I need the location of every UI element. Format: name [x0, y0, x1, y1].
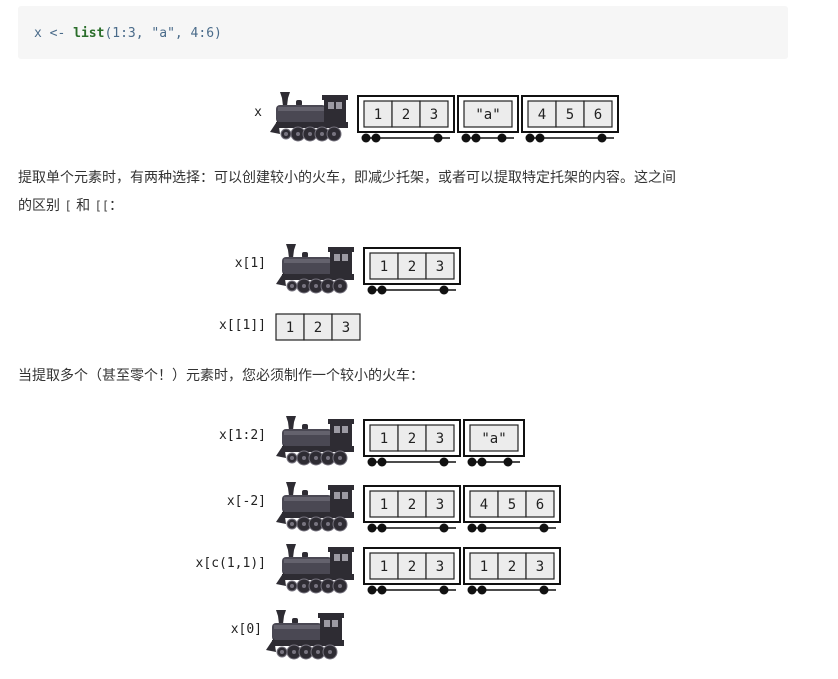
paragraph-extract-single: 提取单个元素时，有两种选择：可以创建较小的火车，即减少托架，或者可以提取特定托架…	[18, 164, 788, 220]
train-car-cell-value: 6	[536, 497, 544, 513]
train-car-cell-value: 1	[380, 431, 388, 447]
train-car-cell	[425, 252, 455, 280]
train-car: 1 2 3	[463, 547, 561, 595]
train-car-cell	[463, 100, 513, 128]
train-car: 1 2 3	[363, 485, 461, 533]
train-x0	[266, 610, 344, 660]
train-car-cell-value: 3	[436, 259, 444, 275]
train-xc11: 1 2 3 1 2 3	[276, 544, 561, 595]
train-car-cell-value: 2	[402, 107, 410, 123]
train-car-cell-value: 1	[380, 259, 388, 275]
train-car-cell	[469, 490, 499, 518]
train-car-cell-value: 2	[408, 259, 416, 275]
operator-single-bracket: [	[64, 199, 72, 213]
train-x: 1 2 3 "a" 4 5 6	[270, 92, 619, 143]
train-car-cell	[419, 100, 449, 128]
train-car: "a"	[463, 419, 525, 467]
train-car-cell	[391, 100, 421, 128]
train-car-cell	[369, 552, 399, 580]
train-car-cell	[497, 552, 527, 580]
train-car-cell-value: 1	[380, 559, 388, 575]
cell	[275, 313, 305, 341]
locomotive-icon	[276, 544, 354, 594]
train-car: 4 5 6	[463, 485, 561, 533]
locomotive-icon	[266, 610, 344, 660]
train-car-cell	[527, 100, 557, 128]
diagram-label-x12: x[1:2]	[219, 428, 266, 443]
train-car-cell	[397, 490, 427, 518]
train-car-cell-value: 5	[566, 107, 574, 123]
code-line: x <- list(1:3, "a", 4:6)	[34, 26, 222, 41]
train-car: 1 2 3	[363, 247, 461, 295]
train-car: 4 5 6	[521, 95, 619, 143]
code-block: x <- list(1:3, "a", 4:6)	[18, 6, 788, 59]
cell-value: 1	[286, 320, 294, 336]
diagram-label-xc11: x[c(1,1)]	[195, 556, 266, 571]
train-car-cell-value: 2	[408, 497, 416, 513]
paragraph-line-1: 提取单个元素时，有两种选择：可以创建较小的火车，即减少托架，或者可以提取特定托架…	[18, 170, 676, 186]
train-car-cell-value: 3	[436, 431, 444, 447]
train-car-cell-value: 3	[430, 107, 438, 123]
train-car-cell-value: 3	[536, 559, 544, 575]
train-car-cell	[469, 424, 519, 452]
train-car-cell	[583, 100, 613, 128]
diagram-label-x1: x[1]	[234, 256, 266, 271]
train-car-cell-value: "a"	[475, 107, 500, 123]
train-car-cell-value: "a"	[481, 431, 506, 447]
train-car-cell	[425, 424, 455, 452]
cell-value: 2	[314, 320, 322, 336]
train-car-cell	[525, 552, 555, 580]
train-x1: 1 2 3	[276, 244, 461, 295]
cell-value: 3	[342, 320, 350, 336]
train-car-cell-value: 5	[508, 497, 516, 513]
train-car: 1 2 3	[363, 419, 461, 467]
train-x12: 1 2 3 "a"	[276, 416, 525, 467]
train-car-cell	[425, 490, 455, 518]
cell	[303, 313, 333, 341]
diagram-label-x11: x[[1]]	[219, 318, 266, 333]
locomotive-icon	[276, 416, 354, 466]
train-car-cell-value: 3	[436, 559, 444, 575]
diagram-label-x0: x[0]	[230, 622, 262, 637]
train-car: "a"	[457, 95, 519, 143]
code-function: list	[73, 26, 105, 41]
train-car: 1 2 3	[363, 547, 461, 595]
train-car-cell-value: 4	[538, 107, 546, 123]
cell-group: 1 2 3	[275, 313, 361, 341]
cells-x11: 1 2 3	[275, 313, 361, 341]
code-prefix: x <-	[34, 26, 74, 41]
code-args: (1:3, "a", 4:6)	[104, 26, 222, 41]
train-car-cell-value: 1	[380, 497, 388, 513]
train-car-cell	[397, 424, 427, 452]
locomotive-icon	[270, 92, 348, 142]
train-xneg2: 1 2 3 4 5 6	[276, 482, 561, 533]
train-car-cell-value: 2	[408, 559, 416, 575]
locomotive-icon	[276, 244, 354, 294]
train-car-cell-value: 2	[408, 431, 416, 447]
train-car: 1 2 3	[357, 95, 455, 143]
locomotive-icon	[276, 482, 354, 532]
diagram-label-xneg2: x[-2]	[226, 494, 266, 509]
train-car-cell-value: 4	[480, 497, 488, 513]
train-car-cell-value: 1	[374, 107, 382, 123]
train-car-cell	[425, 552, 455, 580]
diagram-label-x: x	[254, 105, 262, 120]
train-car-cell	[363, 100, 393, 128]
paragraph-extract-multiple: 当提取多个（甚至零个！）元素时，您必须制作一个较小的火车：	[18, 368, 424, 384]
train-car-cell-value: 1	[480, 559, 488, 575]
train-car-cell-value: 6	[594, 107, 602, 123]
paragraph-line-2: 的区别 [ 和 [[：	[18, 198, 124, 214]
train-car-cell-value: 2	[508, 559, 516, 575]
train-car-cell	[525, 490, 555, 518]
cell	[331, 313, 361, 341]
train-car-cell-value: 3	[436, 497, 444, 513]
operator-double-bracket: [[	[94, 199, 110, 213]
